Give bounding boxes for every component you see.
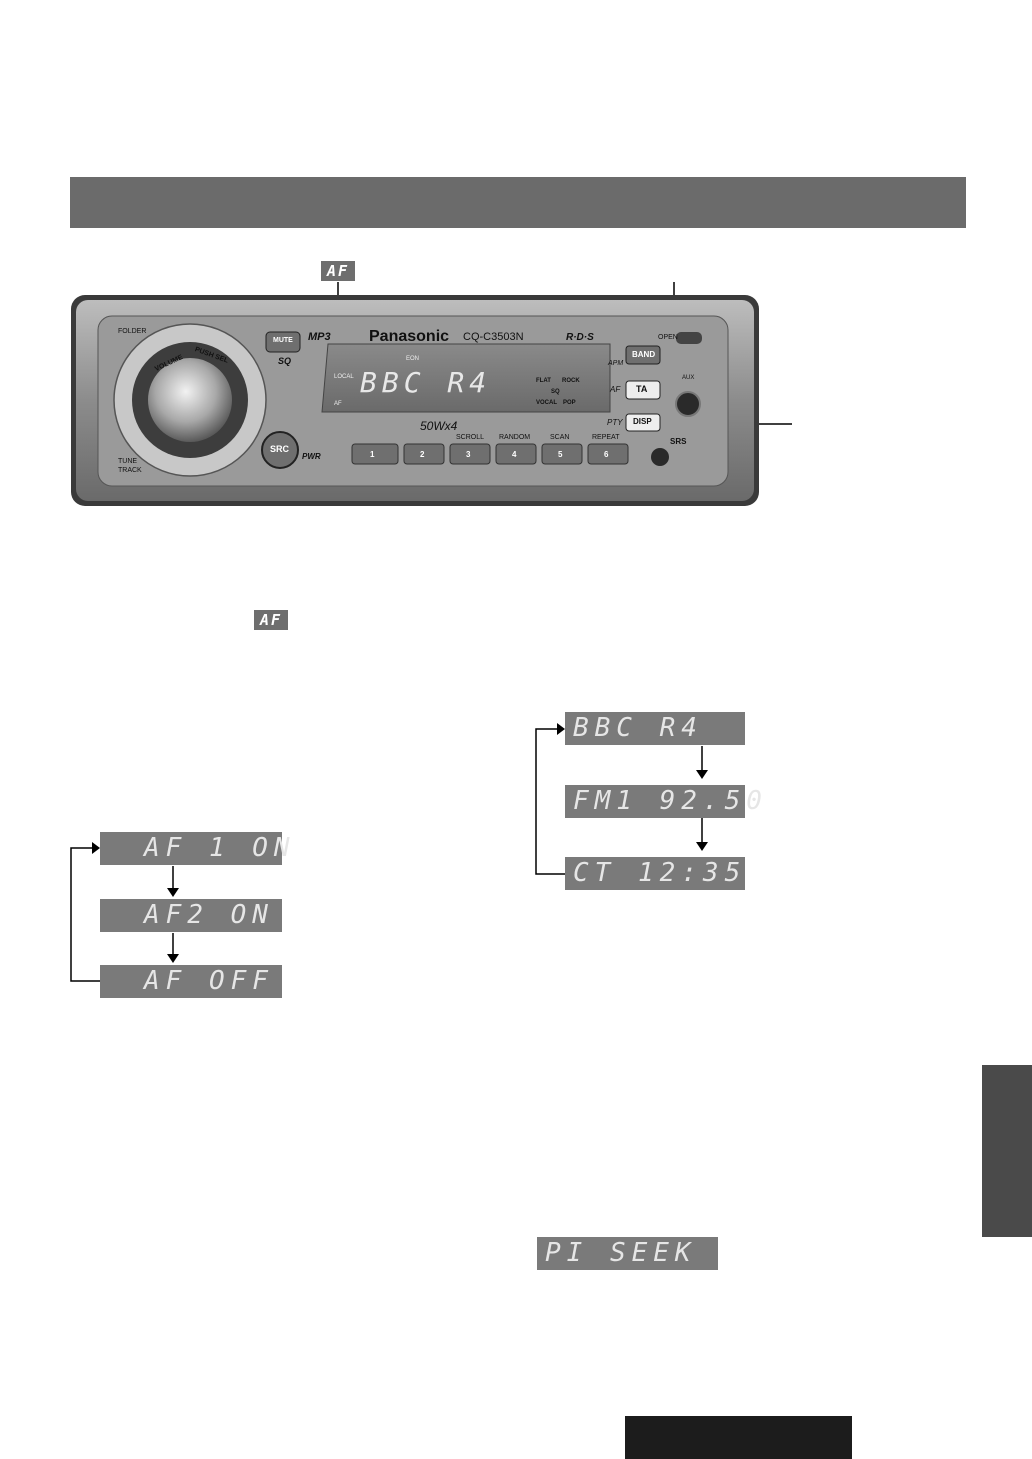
lcd-sq-label: SQ [551, 389, 560, 395]
mp3-logo: MP3 [308, 331, 331, 343]
aux-label: AUX [682, 375, 695, 381]
brand-logo: Panasonic [369, 328, 450, 345]
af-label: AF [610, 385, 621, 394]
lcd-af-label: AF [334, 401, 342, 407]
af-mode-3-display: AF OFF [100, 965, 282, 998]
rds-logo: R·D·S [566, 332, 594, 343]
disp-button[interactable]: DISP [633, 417, 652, 426]
apm-label: APM [608, 360, 624, 367]
lcd-flat-label: FLAT [536, 378, 551, 384]
preset-3-button[interactable]: 3 [466, 450, 471, 459]
mute-button[interactable]: MUTE [273, 337, 293, 344]
preset-6-button[interactable]: 6 [604, 450, 609, 459]
pi-seek-display: PI SEEK [537, 1237, 718, 1270]
disp-mode-1-display: BBC R4 [565, 712, 745, 745]
af-inline-tag: AF [254, 610, 288, 630]
af-cycle-arrows [70, 842, 179, 982]
lcd-text: BBC R4 [360, 366, 492, 399]
preset-1-button[interactable]: 1 [370, 450, 375, 459]
open-label: OPEN [658, 334, 678, 341]
ta-button[interactable]: TA [636, 384, 648, 394]
car-stereo-faceplate: Panasonic CQ-C3503N MP3 R·D·S 50Wx4 BBC … [70, 294, 760, 507]
preset-5-button[interactable]: 5 [558, 450, 563, 459]
preset-3-label: SCROLL [456, 434, 485, 441]
disp-cycle-arrows [535, 723, 708, 875]
preset-5-label: SCAN [550, 434, 570, 441]
preset-2-button[interactable]: 2 [420, 450, 425, 459]
lcd-pop-label: POP [563, 400, 576, 406]
model-number: CQ-C3503N [463, 331, 524, 343]
preset-6-label: REPEAT [592, 434, 620, 441]
track-label: TRACK [118, 467, 142, 474]
af-mode-1-display: AF 1 ON [100, 832, 290, 865]
af-mode-2-display: AF2 ON [100, 899, 282, 932]
disp-mode-2-display: FM1 92.50 [565, 785, 762, 818]
lcd-rock-label: ROCK [562, 378, 580, 384]
band-button[interactable]: BAND [632, 350, 656, 359]
folder-label: FOLDER [118, 328, 147, 335]
pty-label: PTY [607, 418, 623, 427]
srs-logo: SRS [670, 437, 687, 446]
preset-buttons [351, 443, 629, 465]
power-rating: 50Wx4 [420, 419, 458, 433]
section-header-bar [70, 177, 966, 228]
lcd-eon-label: EON [406, 356, 420, 362]
pwr-label: PWR [302, 452, 321, 461]
lcd-local-label: LOCAL [334, 374, 354, 380]
preset-4-button[interactable]: 4 [512, 450, 517, 459]
af-indicator-tag: AF [321, 261, 355, 281]
tune-label: TUNE [118, 458, 138, 465]
preset-4-label: RANDOM [499, 434, 531, 441]
disp-mode-3-display: CT 12:35 [565, 857, 745, 890]
lcd-vocal-label: VOCAL [536, 400, 557, 406]
side-index-tab [982, 1065, 1032, 1237]
page-footer-bar [625, 1416, 852, 1459]
sq-button-label: SQ [278, 356, 292, 366]
src-button[interactable]: SRC [270, 444, 290, 454]
